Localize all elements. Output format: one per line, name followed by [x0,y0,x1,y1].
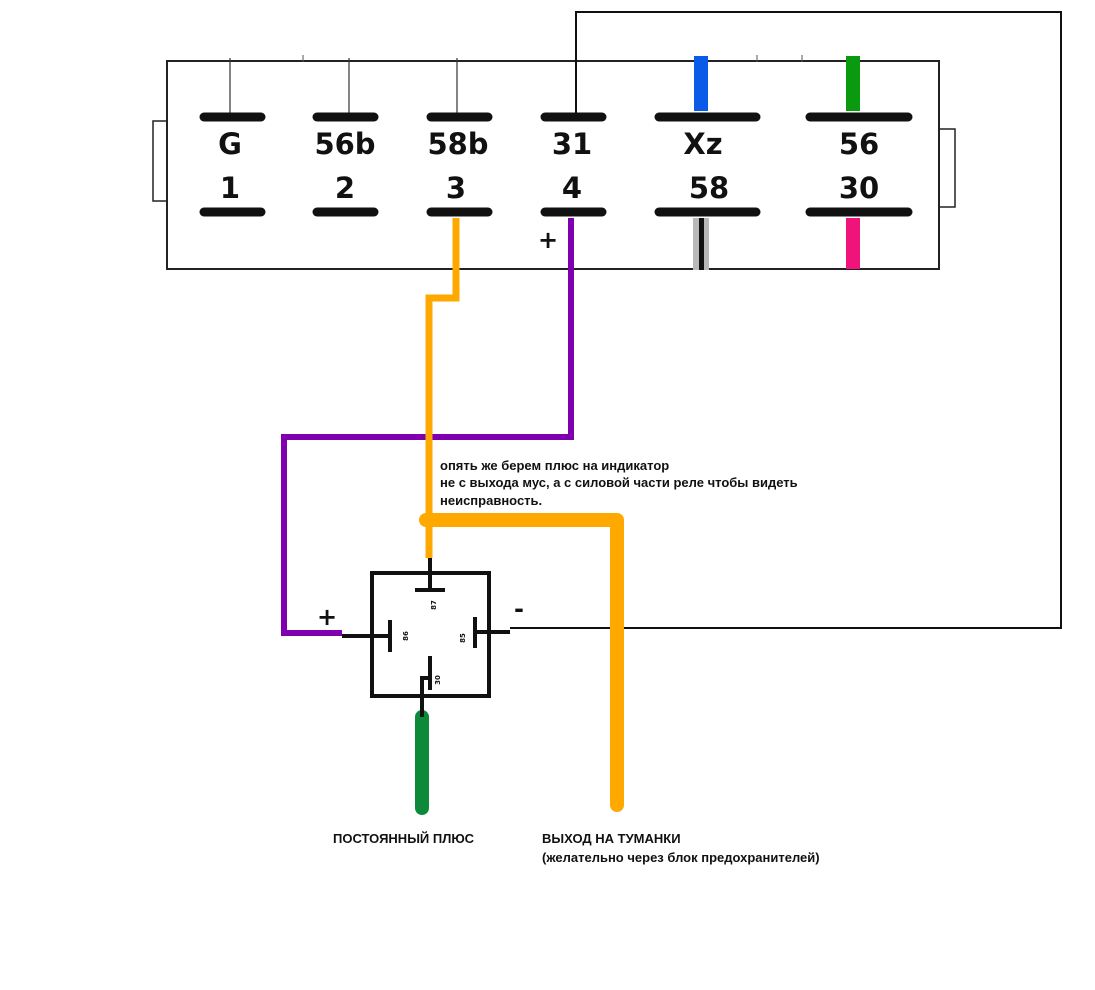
note-line-1: опять же берем плюс на индикатор [440,458,669,473]
wire-stub-grey-black-core [699,218,704,270]
pin-label-56: 56 [839,127,879,161]
pin-label-g: G [218,127,242,161]
caption-fog-output: ВЫХОД НА ТУМАНКИ [542,831,681,846]
connector-plus-mark: + [538,226,558,254]
relay-pin-85: 85 [459,633,467,643]
pin-label-31: 31 [552,127,592,161]
pin-label-56b: 56b [314,127,375,161]
connector-right-tab [938,128,956,208]
pin-label-3: 3 [446,171,466,205]
pin-label-4: 4 [562,171,582,205]
connector-block: G 56b 58b 31 Xz 56 1 2 3 4 58 30 + [152,55,956,270]
pin-label-1: 1 [220,171,240,205]
annotation-note: опять же берем плюс на индикатор не с вы… [440,458,798,508]
wire-purple [281,218,574,636]
pin-label-30: 30 [839,171,879,205]
pin-label-2: 2 [335,171,355,205]
wire-orange-output [419,513,624,812]
pin-label-58b: 58b [427,127,488,161]
wire-ground-black [510,11,1062,629]
caption-constant-plus: ПОСТОЯННЫЙ ПЛЮС [333,831,475,846]
note-line-3: неисправность. [440,493,542,508]
relay-pin-86: 86 [402,631,410,641]
pin-label-xz: Xz [683,127,722,161]
connector-left-tab [152,120,168,202]
caption-fog-output-note: (желательно через блок предохранителей) [542,850,820,865]
relay: 87 86 + 85 - 30 [317,558,524,717]
relay-minus-label: - [514,595,524,623]
relay-plus-label: + [317,603,337,631]
relay-30-lead [420,676,430,717]
wire-orange-indicator [425,218,460,558]
pin-label-58: 58 [689,171,729,205]
relay-pin-87: 87 [430,600,438,610]
note-line-2: не с выхода мус, а с силовой части реле … [440,475,798,490]
relay-pin-30: 30 [434,675,442,685]
